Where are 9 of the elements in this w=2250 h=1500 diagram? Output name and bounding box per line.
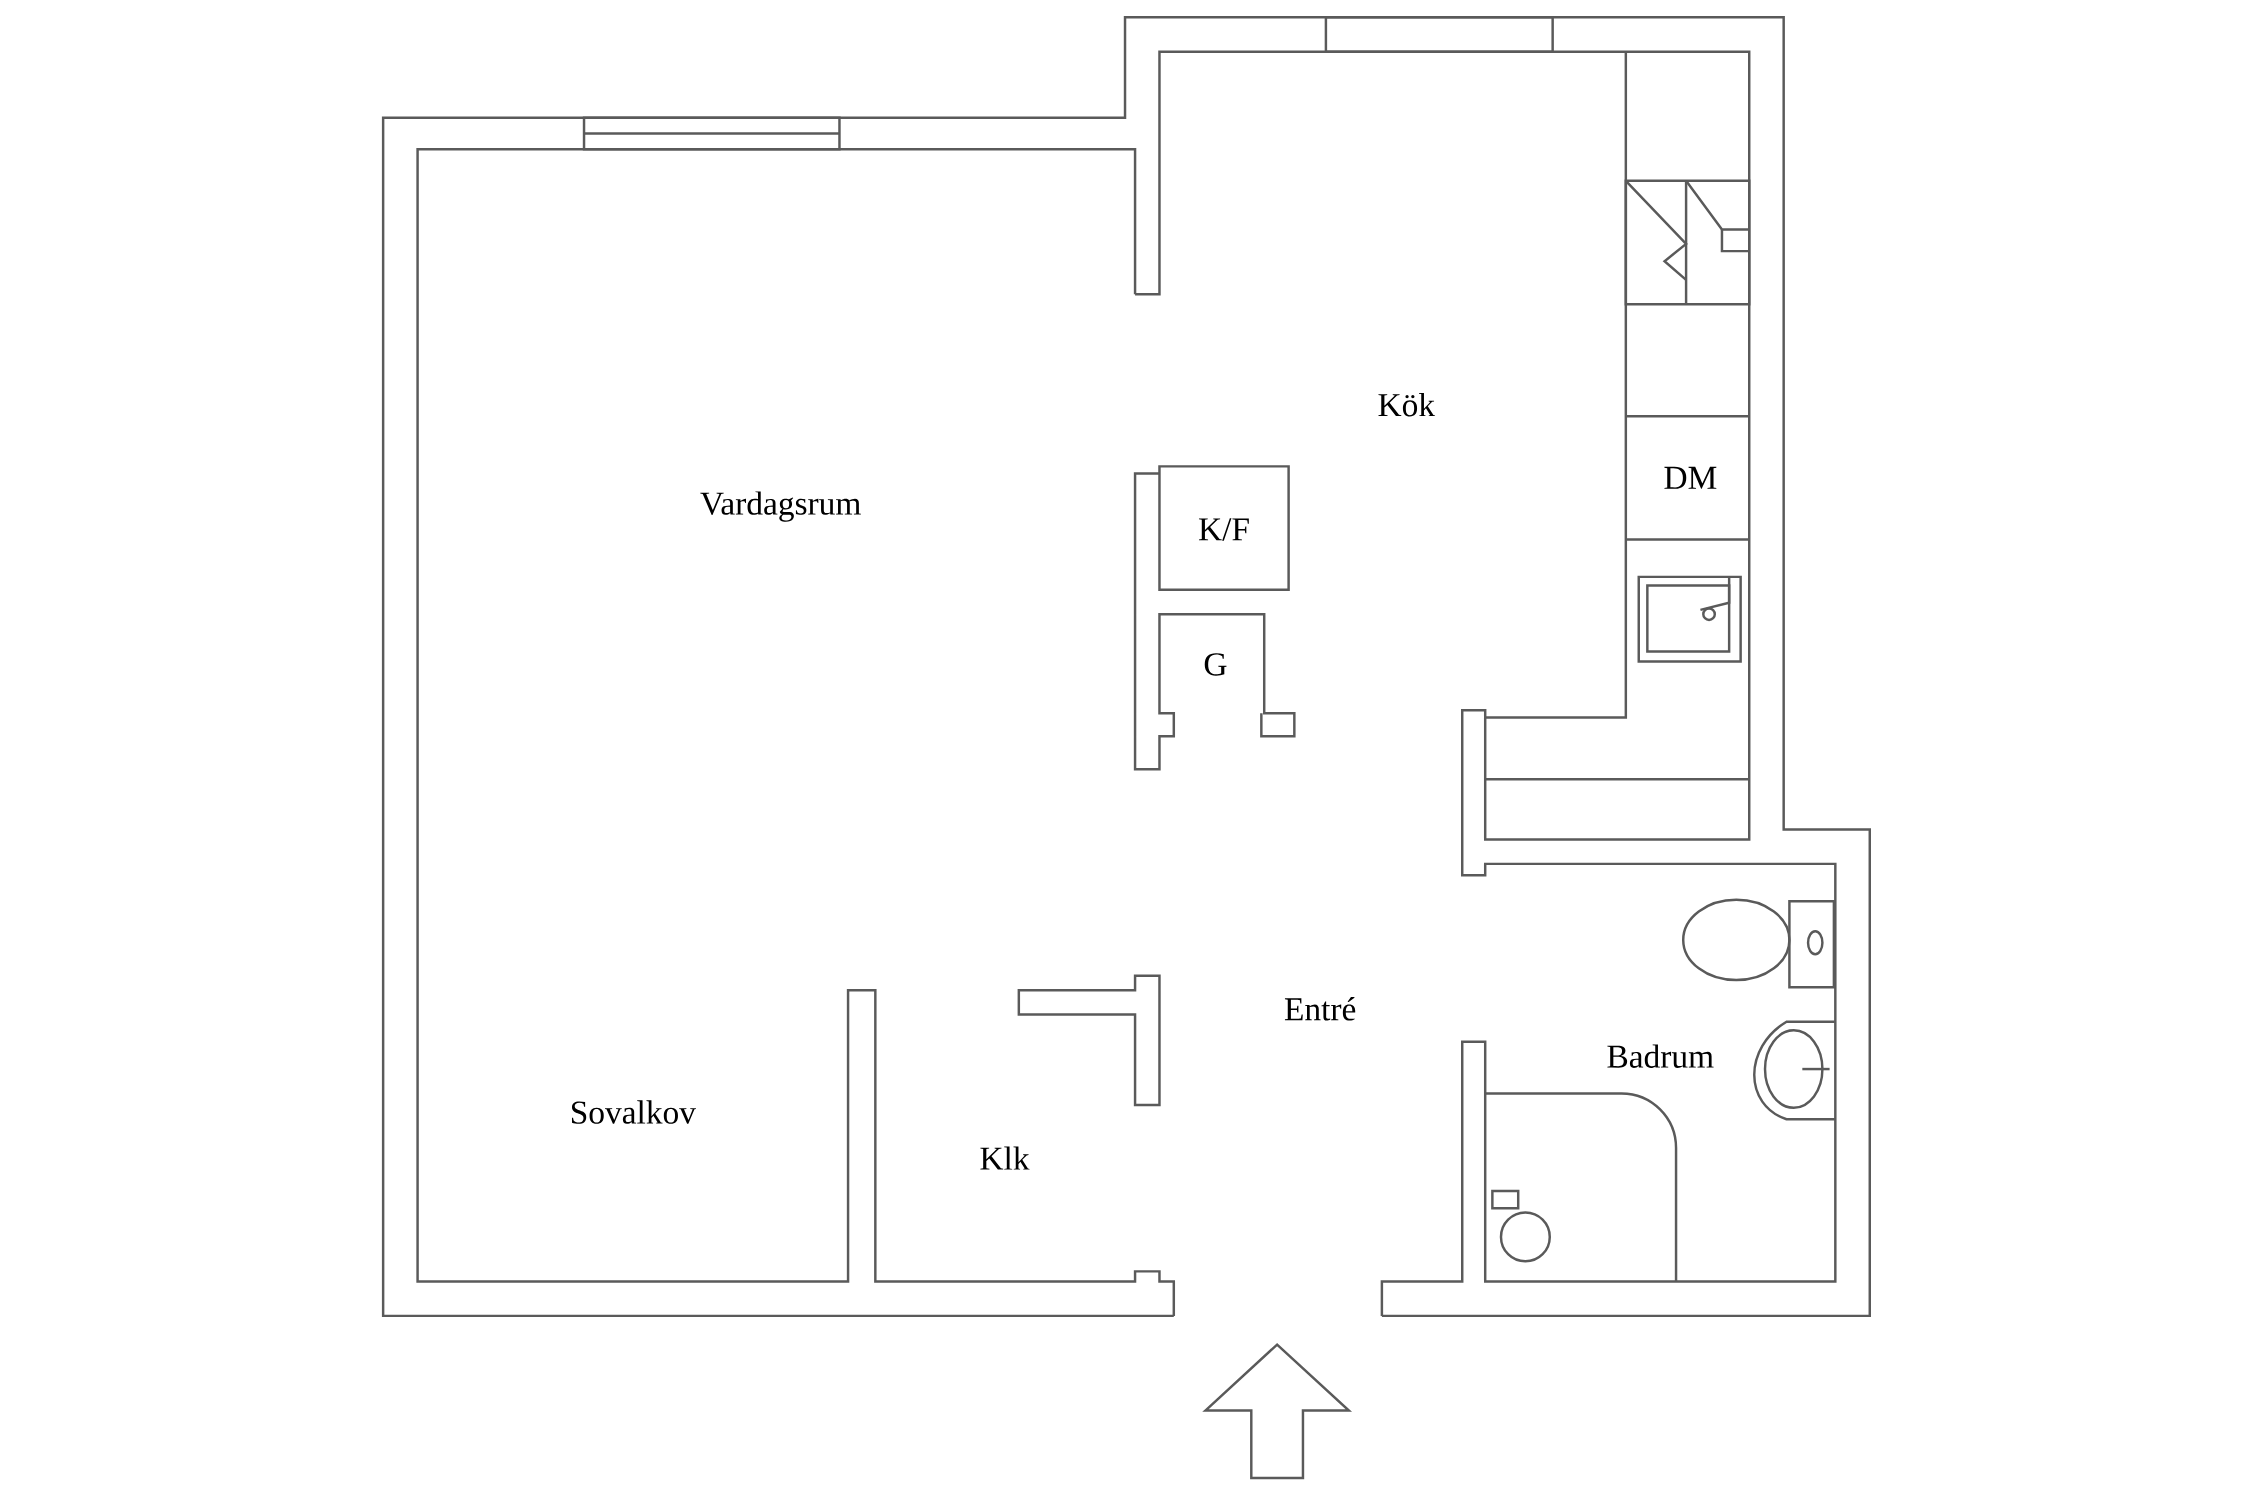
room-label: DM [1664,467,1717,490]
room-label: Kök [1378,393,1436,417]
room-label: Badrum [1607,1044,1714,1069]
room-label: Entré [1284,997,1356,1021]
room-label: Vardagsrum [700,491,861,522]
room-label: Sovalkov [572,1100,696,1125]
room-label: G [1204,653,1227,676]
room-label: K/F [1199,518,1249,541]
room-label: Klk [980,1146,1030,1170]
